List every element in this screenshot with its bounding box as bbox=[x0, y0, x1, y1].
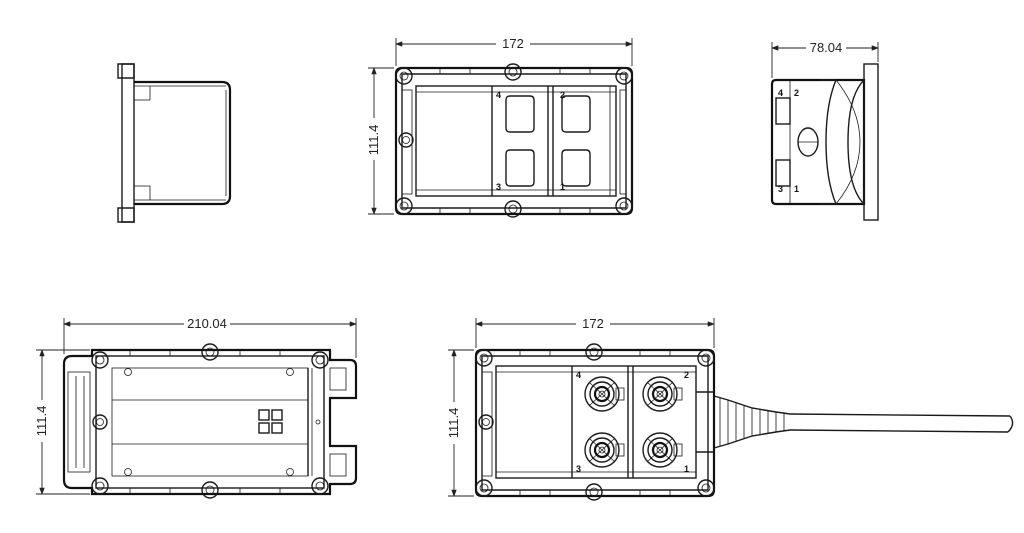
screw-icon bbox=[395, 67, 413, 85]
cable-gland bbox=[696, 391, 791, 453]
connector-4 bbox=[584, 376, 620, 412]
screw-icon bbox=[475, 479, 493, 497]
port-number-1: 1 bbox=[560, 182, 565, 192]
screw-icon bbox=[615, 67, 633, 85]
screw-icon bbox=[92, 414, 108, 430]
screw-icon bbox=[311, 351, 329, 369]
screw-icon bbox=[201, 343, 219, 361]
assembled-view: 4 2 3 1 172 111.4 bbox=[446, 316, 1014, 501]
screw-icon bbox=[201, 481, 219, 499]
screw-icon bbox=[504, 63, 522, 81]
screw-icon bbox=[395, 197, 413, 215]
logo-grid-icon bbox=[258, 409, 283, 434]
screw-icon bbox=[585, 343, 603, 361]
dimension-top-height: 111.4 bbox=[366, 125, 381, 156]
assembled-port-number-3: 3 bbox=[576, 464, 581, 474]
connector-3 bbox=[584, 432, 620, 468]
dimension-side-depth: 78.04 bbox=[810, 40, 843, 55]
screw-icon bbox=[311, 477, 329, 495]
side-port-number-4: 4 bbox=[778, 88, 783, 98]
assembled-port-number-2: 2 bbox=[684, 370, 689, 380]
screw-icon bbox=[91, 477, 109, 495]
cable bbox=[789, 413, 1014, 433]
screw-icon bbox=[697, 479, 715, 497]
connector-1 bbox=[642, 432, 678, 468]
screw-icon bbox=[91, 351, 109, 369]
top-front-view: 4 2 3 1 172 111.4 bbox=[366, 36, 634, 218]
assembled-port-number-1: 1 bbox=[684, 464, 689, 474]
screw-icon bbox=[478, 414, 494, 430]
assembled-port-number-4: 4 bbox=[576, 370, 581, 380]
dimension-bottom-width: 210.04 bbox=[187, 316, 227, 331]
side-port-number-1: 1 bbox=[794, 184, 799, 194]
right-side-view: 4 2 3 1 78.04 bbox=[770, 40, 879, 221]
bottom-view: 210.04 111.4 bbox=[34, 316, 358, 499]
dimension-assembled-width: 172 bbox=[582, 316, 604, 331]
dimension-bottom-height: 111.4 bbox=[34, 406, 49, 437]
screw-icon bbox=[398, 132, 414, 148]
port-number-2: 2 bbox=[560, 90, 565, 100]
port-number-4: 4 bbox=[496, 90, 501, 100]
screw-icon bbox=[615, 197, 633, 215]
screw-icon bbox=[585, 483, 603, 501]
screw-icon bbox=[697, 349, 715, 367]
connector-2 bbox=[642, 376, 678, 412]
screw-icon bbox=[504, 200, 522, 218]
left-side-view bbox=[117, 63, 232, 223]
side-port-number-2: 2 bbox=[794, 88, 799, 98]
dimension-assembled-height: 111.4 bbox=[446, 408, 461, 439]
port-number-3: 3 bbox=[496, 182, 501, 192]
side-port-number-3: 3 bbox=[778, 184, 783, 194]
dimension-top-width: 172 bbox=[502, 36, 524, 51]
screw-icon bbox=[475, 349, 493, 367]
